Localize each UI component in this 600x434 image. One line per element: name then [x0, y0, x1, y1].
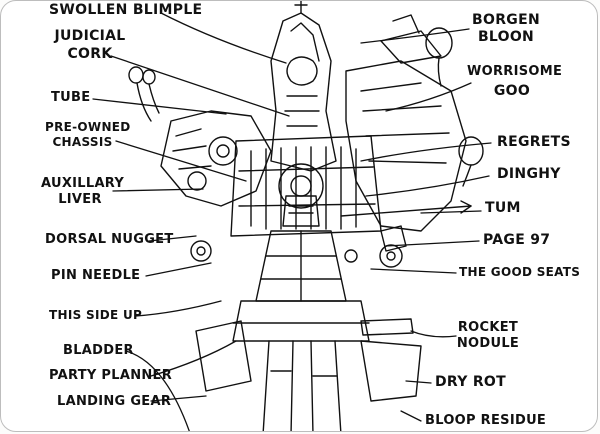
label-pin-needle: PIN NEEDLE — [51, 268, 141, 283]
label-worrisome-goo: WORRISOME GOO — [467, 64, 563, 99]
left-chassis — [160, 110, 272, 207]
label-regrets: REGRETS — [497, 134, 571, 150]
label-page-97: PAGE 97 — [483, 232, 551, 248]
label-auxillary-liver: AUXILLARY LIVER — [41, 176, 125, 207]
label-rocket-nodule: ROCKET NODULE — [456, 320, 520, 351]
lower-body — [195, 300, 422, 402]
label-this-side-up: THIS SIDE UP — [49, 308, 143, 322]
label-party-planner: PARTY PLANNER — [49, 368, 173, 383]
label-judicial-cork: JUDICIAL CORK — [54, 28, 126, 62]
label-tube: TUBE — [51, 90, 91, 105]
central-tower — [270, 1, 337, 172]
label-bloop-residue: BLOOP RESIDUE — [425, 413, 547, 428]
label-borgen-bloon: BORGEN BLOON — [472, 12, 540, 45]
right-wing — [345, 14, 467, 232]
engine-core — [230, 135, 382, 237]
label-swollen-blimple: SWOLLEN BLIMPLE — [49, 2, 203, 18]
label-tum: TUM — [485, 200, 521, 216]
gears — [190, 200, 472, 268]
leader-lines-right — [360, 28, 492, 422]
label-dry-rot: DRY ROT — [435, 374, 506, 390]
label-dorsal-nugget: DORSAL NUGGET — [45, 232, 174, 247]
label-dinghy: DINGHY — [497, 166, 561, 182]
label-bladder: BLADDER — [63, 343, 134, 358]
label-pre-owned-chassis: PRE-OWNED CHASSIS — [45, 120, 131, 149]
leader-lines-left — [92, 12, 290, 431]
balloons — [128, 27, 484, 187]
legs — [262, 340, 342, 431]
label-landing-gear: LANDING GEAR — [57, 394, 172, 409]
label-the-good-seats: THE GOOD SEATS — [459, 265, 581, 279]
central-torso — [255, 195, 347, 302]
